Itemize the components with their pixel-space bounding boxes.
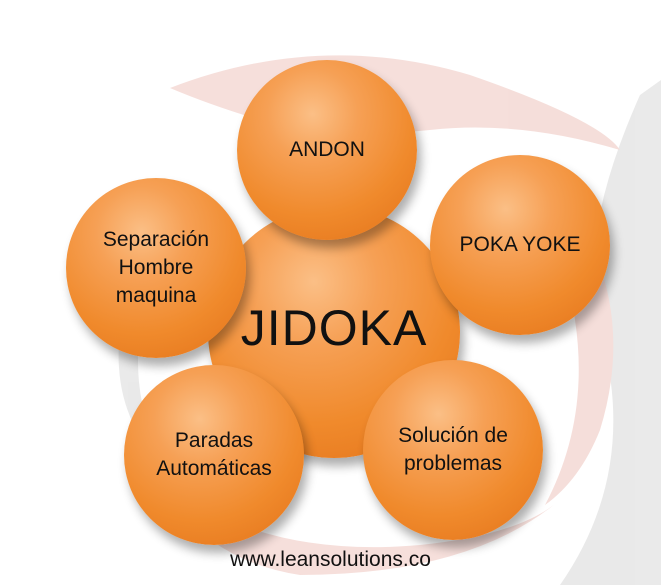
- footer-url: www.leansolutions.co: [230, 548, 431, 571]
- node-separacion-hombre-maquina: Separación Hombre maquina: [66, 178, 246, 358]
- node-label: Solución de problemas: [398, 424, 508, 475]
- node-label: Paradas Automáticas: [156, 429, 272, 480]
- node-paradas-automaticas: Paradas Automáticas: [124, 365, 304, 545]
- node-poka-yoke: POKA YOKE: [430, 155, 610, 335]
- node-label: ANDON: [289, 138, 365, 161]
- node-solucion-de-problemas: Solución de problemas: [363, 360, 543, 540]
- center-node-label: JIDOKA: [240, 300, 428, 356]
- node-label: Separación Hombre maquina: [102, 228, 210, 307]
- node-andon: ANDON: [237, 60, 417, 240]
- node-label: POKA YOKE: [459, 233, 581, 256]
